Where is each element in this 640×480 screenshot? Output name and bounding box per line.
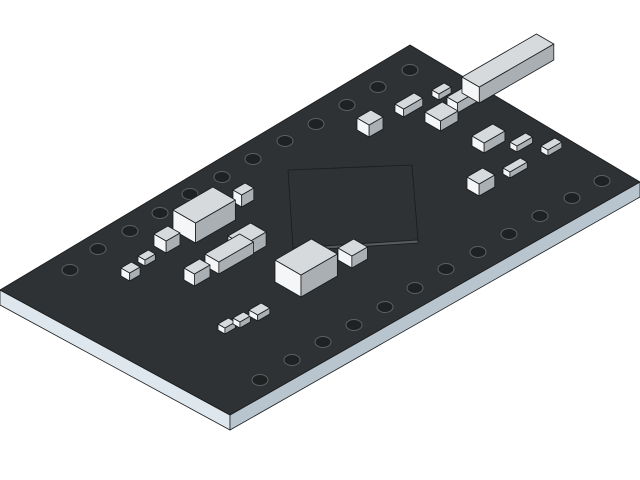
mounting-hole [61, 264, 79, 276]
component-top [466, 167, 496, 185]
component-top [471, 123, 506, 144]
component-top [248, 302, 271, 316]
component-top [540, 137, 563, 151]
component-top [461, 33, 555, 88]
component-top [172, 186, 236, 224]
mounting-hole [376, 301, 394, 313]
mounting-hole [369, 81, 387, 93]
mounting-hole [251, 374, 269, 386]
mounting-hole [437, 263, 455, 275]
mounting-hole [244, 153, 262, 165]
mounting-hole [89, 243, 107, 255]
component-top [120, 261, 141, 274]
mounting-holes [61, 64, 611, 386]
mounting-hole [213, 171, 231, 183]
mounting-hole [283, 354, 301, 366]
components [120, 33, 563, 335]
component-top [183, 258, 211, 275]
component-top [153, 225, 181, 242]
mounting-hole [531, 210, 549, 222]
mounting-hole [401, 64, 419, 76]
mounting-hole [314, 336, 332, 348]
mounting-hole [338, 99, 356, 111]
mounting-hole [345, 319, 363, 331]
component-top [232, 182, 255, 196]
component-top [502, 157, 528, 173]
mounting-hole [563, 192, 581, 204]
chip-top [287, 164, 419, 249]
component-top [204, 233, 254, 263]
component-top [509, 132, 533, 147]
main-chip [287, 164, 419, 252]
mounting-hole [469, 246, 487, 258]
mounting-hole [181, 188, 199, 200]
component-top [356, 109, 384, 126]
component-top [424, 101, 459, 122]
component-top [137, 249, 156, 261]
mounting-hole [121, 225, 139, 237]
mounting-hole [406, 282, 424, 294]
component-top [274, 238, 338, 276]
component-top [394, 92, 424, 110]
component-top [431, 82, 452, 95]
component-top [337, 238, 368, 257]
mounting-hole [276, 135, 294, 147]
mounting-hole [307, 118, 325, 130]
mounting-hole [151, 207, 169, 219]
mounting-hole [500, 228, 518, 240]
mounting-hole [593, 175, 611, 187]
